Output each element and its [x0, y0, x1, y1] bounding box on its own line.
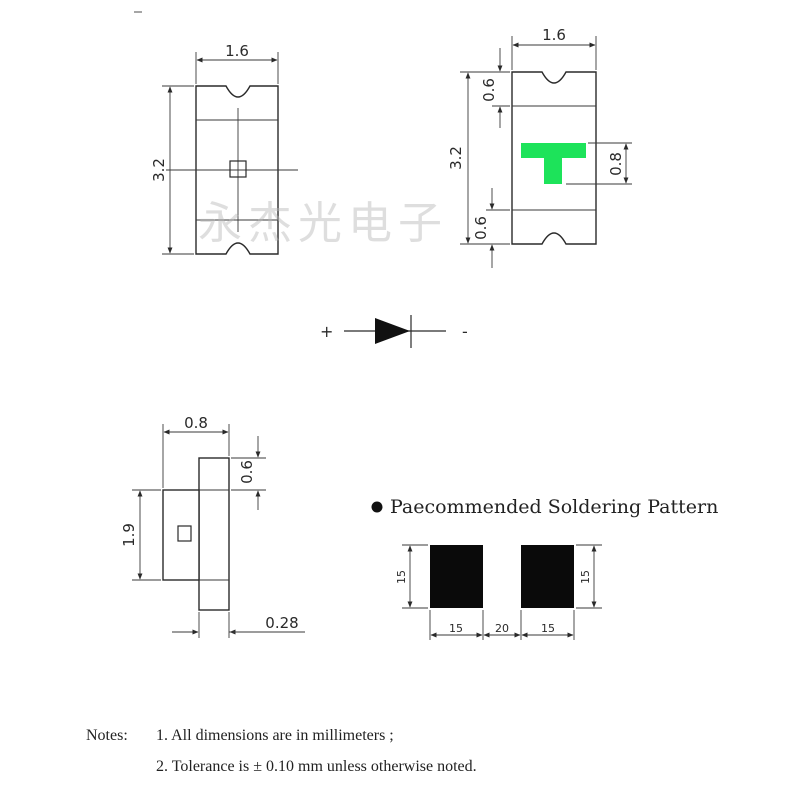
pad-left-height-label: 15 [395, 570, 408, 584]
side-view-chip [177, 525, 192, 542]
bottom-length-label: 3.2 [447, 146, 465, 170]
cap-label: 0.6 [238, 460, 256, 484]
polarity-mark-label: 0.8 [607, 152, 625, 176]
bottom-view: 1.6 3.2 0.6 0.6 0.8 [447, 26, 632, 268]
polarity-mark [521, 143, 586, 184]
pad-right-width-label: 15 [541, 622, 555, 635]
watermark: 永杰光电子 [198, 198, 448, 249]
side-height-label: 1.9 [120, 523, 138, 547]
side-view-body [162, 489, 200, 581]
solder-pad-left [430, 545, 483, 608]
pad-bottom-label: 0.6 [472, 216, 490, 240]
notes-line-1: 1. All dimensions are in millimeters ; [156, 727, 394, 744]
solder-pad-right [521, 545, 574, 608]
top-view-chip-die [229, 160, 247, 178]
cathode-label: - [462, 322, 468, 341]
top-width-label: 1.6 [225, 42, 249, 60]
notes-heading: Notes: [86, 727, 128, 744]
gap-label: 20 [495, 622, 509, 635]
bottom-width-label: 1.6 [542, 26, 566, 44]
side-view-cap [198, 457, 230, 611]
lead-label: 0.28 [265, 614, 298, 632]
top-length-label: 3.2 [150, 158, 168, 182]
anode-label: + [320, 322, 333, 341]
pad-right-height-label: 15 [579, 570, 592, 584]
top-view: 1.6 3.2 [150, 42, 298, 255]
soldering-pattern: Paecommended Soldering Pattern 15 15 15 … [371, 496, 718, 640]
diode-symbol: + - [320, 315, 468, 348]
side-view: 0.8 1.9 0.6 0.28 [120, 414, 305, 638]
soldering-pattern-title: Paecommended Soldering Pattern [390, 496, 718, 518]
side-width-label: 0.8 [184, 414, 208, 432]
diode-triangle [375, 318, 410, 344]
pad-top-label: 0.6 [480, 78, 498, 102]
pad-left-width-label: 15 [449, 622, 463, 635]
notes-line-2: 2. Tolerance is ± 0.10 mm unless otherwi… [156, 758, 477, 775]
legend-bullet [371, 501, 383, 513]
